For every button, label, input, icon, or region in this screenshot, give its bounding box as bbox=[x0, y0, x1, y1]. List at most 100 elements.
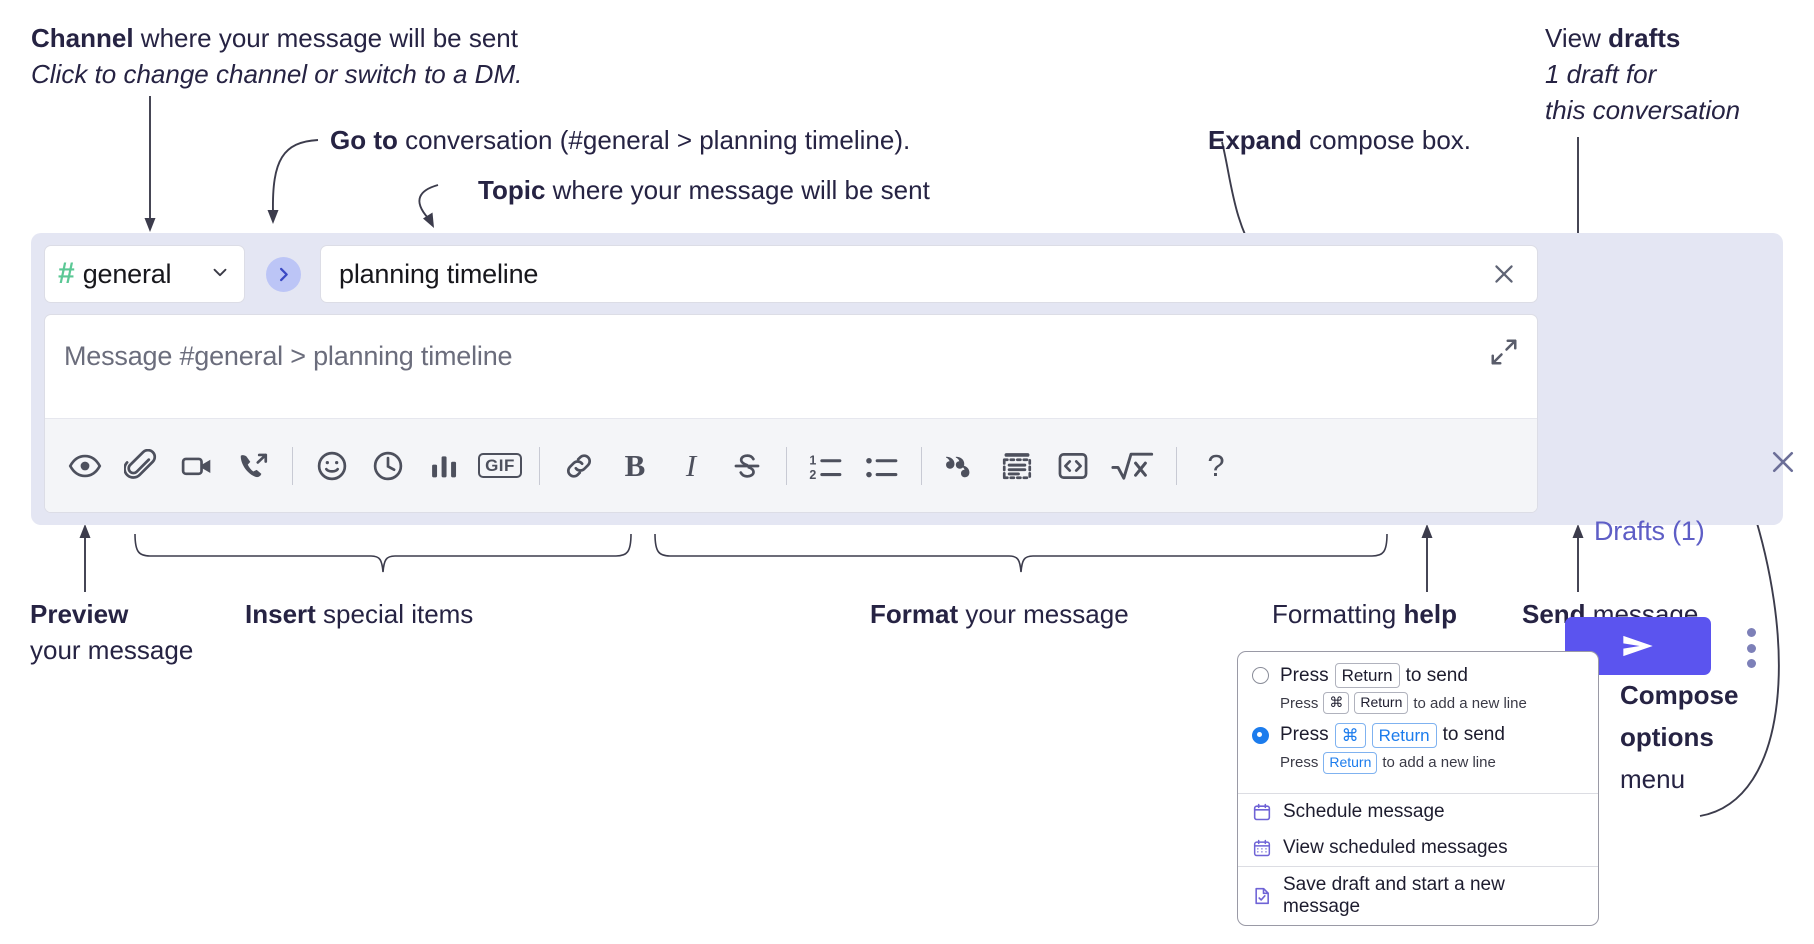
hash-icon: # bbox=[58, 257, 75, 290]
bold-icon: B bbox=[624, 448, 646, 483]
annotation-drafts: View drafts 1 draft for this conversatio… bbox=[1545, 20, 1740, 128]
goto-conversation-button[interactable] bbox=[266, 257, 301, 292]
kebab-dot bbox=[1746, 643, 1756, 653]
drafts-link[interactable]: Drafts (1) bbox=[1594, 516, 1705, 546]
strikethrough-icon bbox=[734, 453, 760, 478]
kebab-dot bbox=[1746, 628, 1756, 637]
ordered-list-icon: 1 2 bbox=[809, 453, 842, 482]
menu-divider bbox=[1238, 865, 1598, 867]
close-icon bbox=[1772, 451, 1794, 473]
annotation-topic: Topic where your message will be sent bbox=[478, 172, 930, 208]
annotation-insert-rest: special items bbox=[315, 599, 474, 629]
annotation-drafts-pre: View bbox=[1545, 23, 1609, 53]
annotation-preview: Preview your message bbox=[30, 596, 193, 668]
code-block-button[interactable] bbox=[989, 438, 1045, 494]
annotation-insert: Insert special items bbox=[245, 596, 473, 632]
chevron-down-icon bbox=[209, 261, 231, 288]
annotation-preview-sub: your message bbox=[30, 635, 194, 665]
code-button[interactable] bbox=[1045, 438, 1101, 494]
annotation-preview-bold: Preview bbox=[30, 599, 129, 629]
option2-post: to send bbox=[1442, 724, 1505, 746]
emoji-icon bbox=[317, 451, 347, 480]
svg-text:1: 1 bbox=[809, 453, 816, 467]
option1-sub-post: to add a new line bbox=[1413, 694, 1527, 712]
option2-sub-post: to add a new line bbox=[1382, 754, 1496, 772]
send-shortcut-options: Press Return to send Press ⌘Return to ad… bbox=[1238, 652, 1598, 793]
radio-selected[interactable] bbox=[1252, 726, 1269, 744]
video-clip-button[interactable] bbox=[169, 438, 225, 494]
recent-clock-button[interactable] bbox=[360, 438, 416, 494]
annotation-expand-bold: Expand bbox=[1208, 125, 1302, 155]
annotation-channel-bold: Channel bbox=[31, 23, 134, 53]
annotation-format: Format your message bbox=[870, 596, 1129, 632]
topic-field[interactable]: planning timeline bbox=[320, 245, 1538, 303]
annotation-channel-sub: Click to change channel or switch to a D… bbox=[31, 59, 523, 89]
annotation-goto-bold: Go to bbox=[330, 125, 398, 155]
emoji-button[interactable] bbox=[304, 438, 360, 494]
annotation-drafts-bold: drafts bbox=[1608, 23, 1681, 53]
audio-clip-button[interactable] bbox=[225, 438, 281, 494]
send-option-cmd-return[interactable]: Press ⌘Return to send Press Return to ad… bbox=[1252, 722, 1584, 774]
expand-compose-button[interactable] bbox=[1489, 337, 1523, 371]
message-box: Message #general > planning timeline bbox=[44, 314, 1538, 513]
poll-button[interactable] bbox=[416, 438, 472, 494]
menu-item-view-scheduled[interactable]: View scheduled messages bbox=[1238, 830, 1598, 866]
key-return: Return bbox=[1354, 692, 1409, 714]
option1-pre: Press bbox=[1280, 664, 1329, 686]
strikethrough-button[interactable] bbox=[719, 438, 775, 494]
menu-item-label: Save draft and start a new message bbox=[1283, 873, 1505, 917]
annotation-drafts-sub2: this conversation bbox=[1545, 95, 1741, 125]
preview-button[interactable] bbox=[57, 438, 113, 494]
radio-unselected[interactable] bbox=[1252, 667, 1269, 685]
italic-icon: I bbox=[685, 448, 697, 483]
bulleted-list-button[interactable] bbox=[854, 438, 910, 494]
annotation-topic-bold: Topic bbox=[478, 175, 546, 205]
channel-name: general bbox=[82, 258, 172, 289]
blockquote-icon bbox=[946, 456, 970, 477]
annotation-compose-bold1: Compose bbox=[1620, 680, 1739, 710]
annotation-format-bold: Format bbox=[870, 599, 959, 629]
annotation-compose-rest: menu bbox=[1620, 764, 1686, 794]
italic-button[interactable]: I bbox=[663, 438, 719, 494]
annotation-topic-rest: where your message will be sent bbox=[545, 175, 930, 205]
annotation-formatting-help: Formatting help bbox=[1272, 596, 1457, 632]
annotation-insert-bold: Insert bbox=[245, 599, 316, 629]
toolbar-separator bbox=[786, 446, 787, 485]
bold-button[interactable]: B bbox=[607, 438, 663, 494]
svg-text:2: 2 bbox=[809, 468, 816, 482]
channel-row: # general planning timeline bbox=[44, 245, 1538, 303]
gif-button[interactable]: GIF bbox=[472, 438, 528, 494]
close-panel-button[interactable] bbox=[1761, 440, 1805, 484]
annotation-drafts-sub1: 1 draft for bbox=[1545, 59, 1657, 89]
toolbar-separator bbox=[921, 446, 922, 485]
menu-item-save-draft[interactable]: Save draft and start a new message bbox=[1238, 867, 1598, 925]
toolbar-separator bbox=[539, 446, 540, 485]
send-paper-plane-icon bbox=[1623, 635, 1653, 657]
clear-topic-button[interactable] bbox=[1483, 253, 1525, 295]
blockquote-button[interactable] bbox=[933, 438, 989, 494]
ordered-list-button[interactable]: 1 2 bbox=[798, 438, 854, 494]
compose-panel: Drafts (1) # general bbox=[31, 233, 1794, 675]
clock-icon bbox=[373, 451, 403, 480]
message-input[interactable]: Message #general > planning timeline bbox=[45, 315, 1537, 419]
send-option-return[interactable]: Press Return to send Press ⌘Return to ad… bbox=[1252, 663, 1584, 714]
link-button[interactable] bbox=[551, 438, 607, 494]
save-draft-icon bbox=[1255, 887, 1269, 904]
compose-options-button[interactable] bbox=[1731, 625, 1771, 671]
annotation-help-pre: Formatting bbox=[1272, 599, 1404, 629]
attachment-button[interactable] bbox=[113, 438, 169, 494]
annotation-channel: Channel where your message will be sent … bbox=[31, 20, 522, 92]
menu-item-schedule-message[interactable]: Schedule message bbox=[1238, 794, 1598, 830]
compose-inner: # general planning timeline bbox=[44, 245, 1538, 513]
toolbar-separator bbox=[1176, 446, 1177, 485]
annotation-help-bold: help bbox=[1403, 599, 1457, 629]
preview-eye-icon bbox=[68, 454, 102, 477]
channel-selector[interactable]: # general bbox=[44, 245, 245, 303]
annotation-channel-rest: where your message will be sent bbox=[133, 23, 518, 53]
chevron-right-icon bbox=[279, 267, 288, 282]
menu-item-label: View scheduled messages bbox=[1283, 836, 1508, 858]
formatting-help-button[interactable]: ? bbox=[1188, 438, 1244, 494]
math-button[interactable] bbox=[1101, 438, 1165, 494]
annotation-compose-bold2: options bbox=[1620, 722, 1714, 752]
